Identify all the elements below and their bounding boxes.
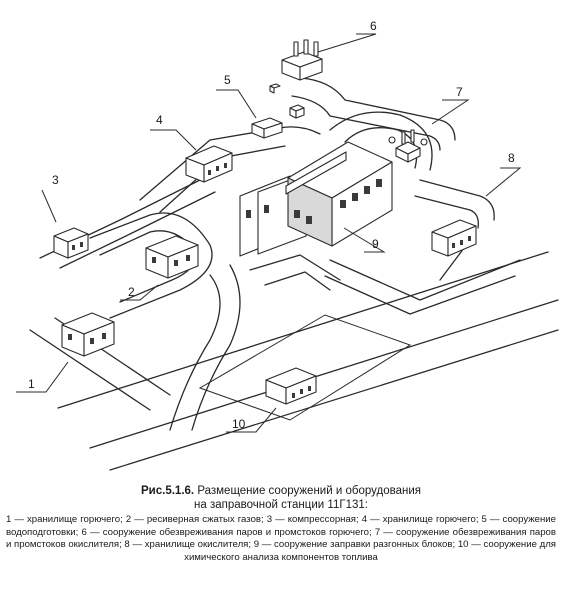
site-plan-drawing: 1 2 3 4 5 6 7 8 9 10 [16,19,559,471]
caption-legend: 1 — хранилище горючего; 2 — ресиверная с… [6,514,556,563]
label-3: 3 [52,173,59,187]
leader-lines [16,33,522,433]
building-6 [281,39,323,81]
building-7 [388,129,428,163]
building-5 [251,83,305,139]
callout-labels: 1 2 3 4 5 6 7 8 9 10 [28,19,515,431]
caption-number: Рис.5.1.6. [141,485,195,497]
label-7: 7 [456,85,463,99]
figure-caption: Рис.5.1.6. Размещение сооружений и обору… [6,484,556,564]
label-8: 8 [508,151,515,165]
building-9 [239,141,393,257]
label-10: 10 [232,417,246,431]
plot-10-outline [198,314,412,421]
caption-title-line1: Размещение сооружений и оборудования [197,485,421,497]
label-9: 9 [372,237,379,251]
building-1 [61,312,115,357]
building-4 [185,145,233,183]
label-1: 1 [28,377,35,391]
main-highway [57,251,559,471]
building-10 [265,367,317,405]
site-plan-figure: 1 2 3 4 5 6 7 8 9 10 [16,19,559,471]
building-8 [431,219,477,257]
label-4: 4 [156,113,163,127]
caption-title: Рис.5.1.6. Размещение сооружений и обору… [6,484,556,512]
label-2: 2 [128,285,135,299]
label-5: 5 [224,73,231,87]
building-2 [145,235,199,279]
caption-title-line2: на заправочной станции 11Г131: [194,499,368,511]
building-3 [53,227,89,259]
label-6: 6 [370,19,377,33]
